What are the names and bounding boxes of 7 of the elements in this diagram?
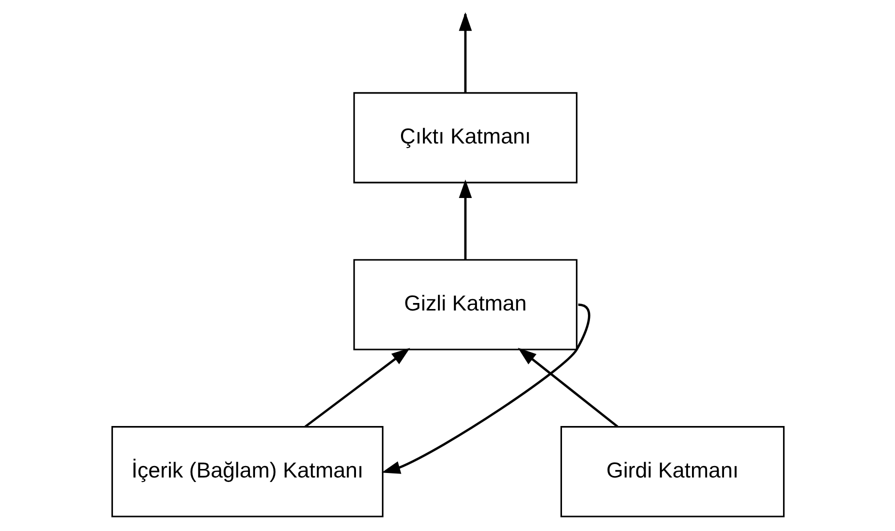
node-box: Gizli Katman xyxy=(352,259,577,350)
arrow xyxy=(517,348,618,428)
node-box: Girdi Katmanı xyxy=(560,426,784,518)
node-box: İçerik (Bağlam) Katmanı xyxy=(110,426,383,518)
arrow xyxy=(458,179,472,260)
node-box: Çıktı Katmanı xyxy=(352,92,577,184)
arrow xyxy=(304,348,410,428)
